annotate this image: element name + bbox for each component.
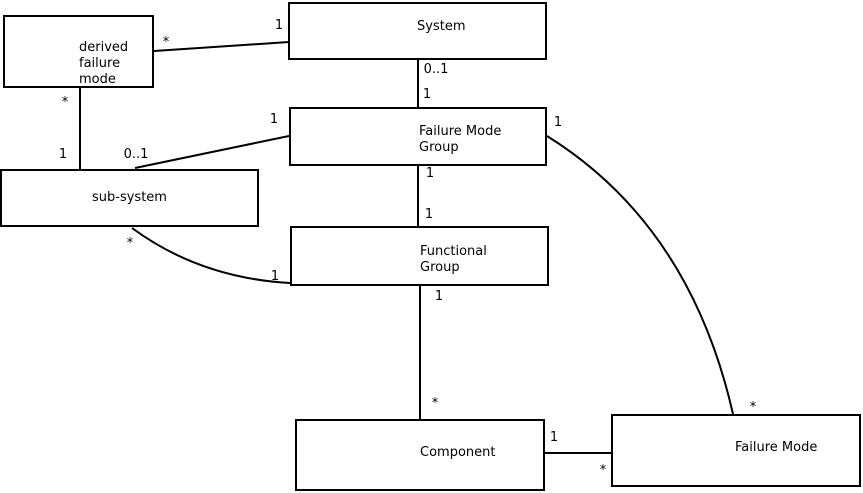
multiplicity-failuremode-end-of-component-link: * [599, 463, 607, 478]
multiplicity-fmg-end-of-system-link: 1 [422, 87, 432, 102]
node-label-failure-mode-group: Failure Mode Group [419, 124, 502, 155]
multiplicity-derived-end-of-subsystem-link: * [61, 95, 69, 110]
multiplicity-fmg-end-of-funcgroup-link: 1 [425, 166, 435, 181]
node-label-functional-group: Functional Group [420, 244, 487, 275]
node-system: System [288, 2, 547, 60]
edge-sub-system-failure-mode-group [134, 135, 290, 169]
edge-failure-mode-group-failure-mode [546, 135, 734, 415]
multiplicity-system-end-of-fmg-link: 0..1 [423, 62, 449, 77]
multiplicity-fmg-end-of-subsystem-link: 1 [269, 112, 279, 127]
multiplicity-component-end-of-failuremode-link: 1 [549, 430, 559, 445]
node-functional-group: Functional Group [290, 226, 549, 286]
node-label-system: System [417, 19, 466, 34]
multiplicity-funcgroup-end-of-fmg-link: 1 [424, 207, 434, 222]
node-derived-failure-mode: derived failure mode [3, 15, 154, 88]
multiplicity-funcgroup-end-of-subsystem-link: 1 [270, 269, 280, 284]
node-label-derived-failure-mode: derived failure mode [79, 40, 129, 87]
node-failure-mode-group: Failure Mode Group [289, 107, 547, 166]
multiplicity-failuremode-end-of-fmg-link: * [749, 400, 757, 415]
node-component: Component [295, 419, 545, 491]
node-failure-mode: Failure Mode [611, 414, 861, 487]
edge-system-derived-failure-mode [153, 41, 290, 52]
multiplicity-subsystem-end-of-fmg-link: 0..1 [123, 147, 149, 162]
multiplicity-funcgroup-end-of-component-link: 1 [434, 289, 444, 304]
multiplicity-derived-end-of-system-link: * [162, 35, 170, 50]
multiplicity-subsystem-end-of-funcgroup-link: * [126, 236, 134, 251]
multiplicity-component-end-of-funcgroup-link: * [431, 396, 439, 411]
node-label-component: Component [420, 445, 496, 460]
node-label-failure-mode: Failure Mode [735, 440, 818, 455]
node-sub-system: sub-system [0, 169, 259, 227]
multiplicity-system-end-of-derived-link: 1 [274, 18, 284, 33]
node-label-sub-system: sub-system [92, 190, 167, 205]
multiplicity-subsystem-end-of-derived-link: 1 [58, 147, 68, 162]
multiplicity-fmg-end-of-failuremode-link: 1 [553, 115, 563, 130]
edge-sub-system-functional-group [131, 227, 291, 284]
